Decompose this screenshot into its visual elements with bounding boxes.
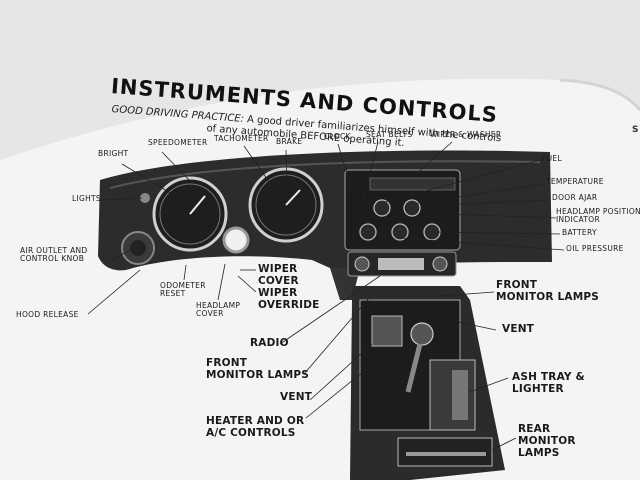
label-air-outlet: AIR OUTLET AND CONTROL KNOB [20,246,88,264]
clock-gauge [359,223,377,241]
label-wiper-override: WIPER OVERRIDE [258,287,320,312]
label-rear-monitor-line-3: LAMPS [518,446,560,459]
radio-knob-right [432,256,448,272]
tachometer-dial [255,174,317,236]
label-air-outlet-line-1: AIR OUTLET AND [20,246,88,255]
label-ash-tray-lighter: ASH TRAY & LIGHTER [512,371,585,396]
label-vent-right: VENT [502,323,535,335]
label-rear-monitor-line-2: MONITOR [518,434,576,447]
label-odometer-line-2: RESET [160,289,186,299]
page-curl [559,78,640,111]
label-front-monitor-left-line-1: FRONT [206,357,248,369]
shift-lever [405,343,423,393]
label-ash-tray-line-2: LIGHTER [512,382,564,395]
label-door-ajar: DOOR AJAR [552,193,598,202]
label-lights: LIGHTS [72,194,101,203]
label-front-monitor-right-line-2: MONITOR LAMPS [496,290,600,303]
label-headlamp-position: HEADLAMP POSITION INDICATOR [556,207,640,225]
label-clock: CLOCK [324,132,351,141]
label-vent-left: VENT [280,391,313,403]
label-headlamp-position-line-1: HEADLAMP POSITION [556,207,640,216]
speedometer-needle [189,195,206,215]
vent-grille [371,315,403,347]
label-radio: RADIO [250,337,289,349]
label-fuel: FUEL [542,154,562,163]
label-speedometer: SPEEDOMETER [148,138,208,147]
label-front-monitor-right-line-1: FRONT [496,279,538,291]
label-brake: BRAKE [276,137,303,146]
label-seat-belts: SEAT BELTS [366,130,413,139]
dashboard-drawing [98,150,552,480]
label-tachometer: TACHOMETER [214,134,269,143]
label-oil-pressure: OIL PRESSURE [566,244,624,253]
fuel-gauge [373,199,391,217]
label-hood-release: HOOD RELEASE [16,310,79,319]
label-heater-line-1: HEATER AND OR [206,415,305,427]
label-rear-monitor-line-1: REAR [518,423,551,435]
label-front-monitor-lamps-left: FRONT MONITOR LAMPS [206,357,310,382]
shift-gate [452,370,468,420]
label-bright: BRIGHT [98,149,129,158]
label-odometer-line-1: ODOMETER [160,281,206,290]
center-lamp [222,226,250,254]
tachometer-needle [285,189,301,206]
radio-knob-left [354,256,370,272]
label-wiper-override-line-1: WIPER [258,287,298,299]
label-ash-tray-line-1: ASH TRAY & [512,371,585,383]
heater-slider-track [406,452,486,456]
label-battery: BATTERY [562,228,597,237]
battery-gauge [391,223,409,241]
leader-lines [87,141,565,451]
label-headlamp-position-line-2: INDICATOR [556,215,600,225]
shift-knob [410,322,434,346]
label-temperature: TEMPERATURE [546,177,604,186]
next-page-edge-mark: S [632,125,638,135]
label-headlamp-cover-line-2: COVER [196,309,224,319]
label-heater-line-2: A/C CONTROLS [206,426,296,439]
dash-top-edge [109,160,541,189]
clock-strip [369,177,456,191]
radio-dial [378,258,424,270]
speedometer-dial [159,183,221,245]
label-odometer-reset: ODOMETER RESET [160,281,206,299]
label-wiper-override-line-2: OVERRIDE [258,298,320,311]
label-front-monitor-left-line-2: MONITOR LAMPS [206,368,310,381]
label-wiper-washer: WIPER & WASHER [430,130,502,139]
label-headlamp-cover-line-1: HEADLAMP [196,301,241,310]
label-rear-monitor-lamps: REAR MONITOR LAMPS [518,423,576,459]
label-wiper-cover-line-1: WIPER [258,263,298,275]
label-wiper-cover-line-2: COVER [258,274,299,287]
temperature-gauge [403,199,421,217]
label-air-outlet-line-2: CONTROL KNOB [20,254,85,264]
air-outlet-knob [130,240,146,256]
lights-knob [140,193,150,203]
label-wiper-cover: WIPER COVER [258,263,299,288]
label-heater-ac-controls: HEATER AND OR A/C CONTROLS [206,415,305,440]
label-headlamp-cover: HEADLAMP COVER [196,301,241,319]
label-front-monitor-lamps-right: FRONT MONITOR LAMPS [496,279,600,304]
